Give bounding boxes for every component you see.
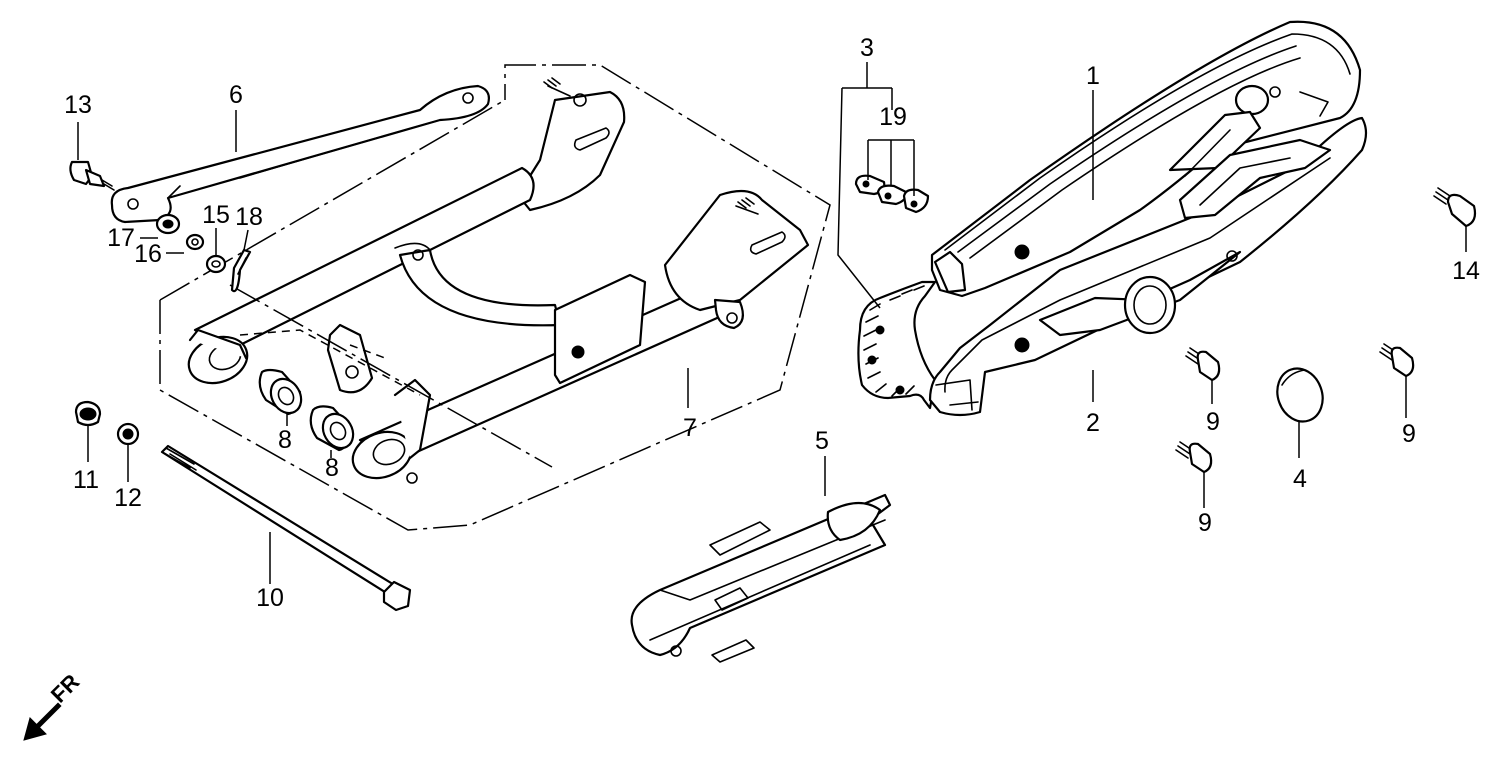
callout-3: 3 [860, 34, 874, 62]
callout-13: 13 [64, 91, 92, 119]
part-14-bolt[interactable] [1433, 187, 1477, 228]
part-13-bolt[interactable] [69, 160, 115, 191]
part-10-pivot-bolt[interactable] [160, 444, 412, 612]
callout-6: 6 [229, 81, 243, 109]
callout-4: 4 [1293, 465, 1307, 493]
swingarm-frame[interactable] [182, 77, 810, 486]
part-19-master-link[interactable] [854, 174, 930, 214]
callout-9-center: 9 [1206, 408, 1220, 436]
part-18-cotter-pin[interactable] [230, 248, 252, 293]
callout-1: 1 [1086, 62, 1100, 90]
callout-8-lower: 8 [325, 454, 339, 482]
part-5-chain-slider[interactable] [630, 493, 892, 663]
part-4-cap[interactable] [1270, 362, 1330, 428]
callout-2: 2 [1086, 409, 1100, 437]
part-12-washer[interactable] [116, 422, 140, 446]
callout-8-upper: 8 [278, 426, 292, 454]
callout-16: 16 [134, 240, 162, 268]
front-direction-indicator: FR [23, 669, 84, 741]
arrow-down-left-icon [23, 702, 62, 741]
callout-11: 11 [73, 466, 99, 494]
part-16-washer[interactable] [185, 233, 205, 251]
part-8-bushing-upper[interactable] [258, 368, 307, 419]
callout-17: 17 [107, 224, 135, 252]
part-6-torque-link[interactable] [110, 84, 490, 224]
callout-9-lower: 9 [1198, 509, 1212, 537]
part-2-chain-case-lower[interactable] [928, 116, 1368, 417]
callout-7: 7 [683, 414, 697, 442]
callout-18: 18 [235, 203, 263, 231]
part-17-collar[interactable] [155, 213, 181, 235]
callout-12: 12 [114, 484, 142, 512]
callout-9-right: 9 [1402, 420, 1416, 448]
part-3-drive-chain[interactable] [857, 280, 937, 410]
part-9-bolt-right[interactable] [1379, 343, 1415, 378]
part-15-nut[interactable] [205, 254, 227, 274]
leader-lines [77, 62, 1467, 584]
callout-5: 5 [815, 427, 829, 455]
callout-19: 19 [879, 103, 907, 131]
callout-14: 14 [1452, 257, 1480, 285]
part-1-chain-case-upper[interactable] [930, 20, 1362, 298]
part-11-nut[interactable] [74, 400, 102, 427]
callout-15: 15 [202, 201, 230, 229]
callout-labels: 1 2 3 4 5 6 7 8 8 9 9 9 10 11 12 13 14 1… [64, 34, 1480, 612]
part-8-bushing-lower[interactable] [309, 405, 359, 453]
part-9-bolt-lower[interactable] [1175, 441, 1213, 474]
part-9-bolt-center[interactable] [1185, 347, 1221, 382]
callout-10: 10 [256, 584, 284, 612]
fr-label: FR [46, 669, 84, 707]
